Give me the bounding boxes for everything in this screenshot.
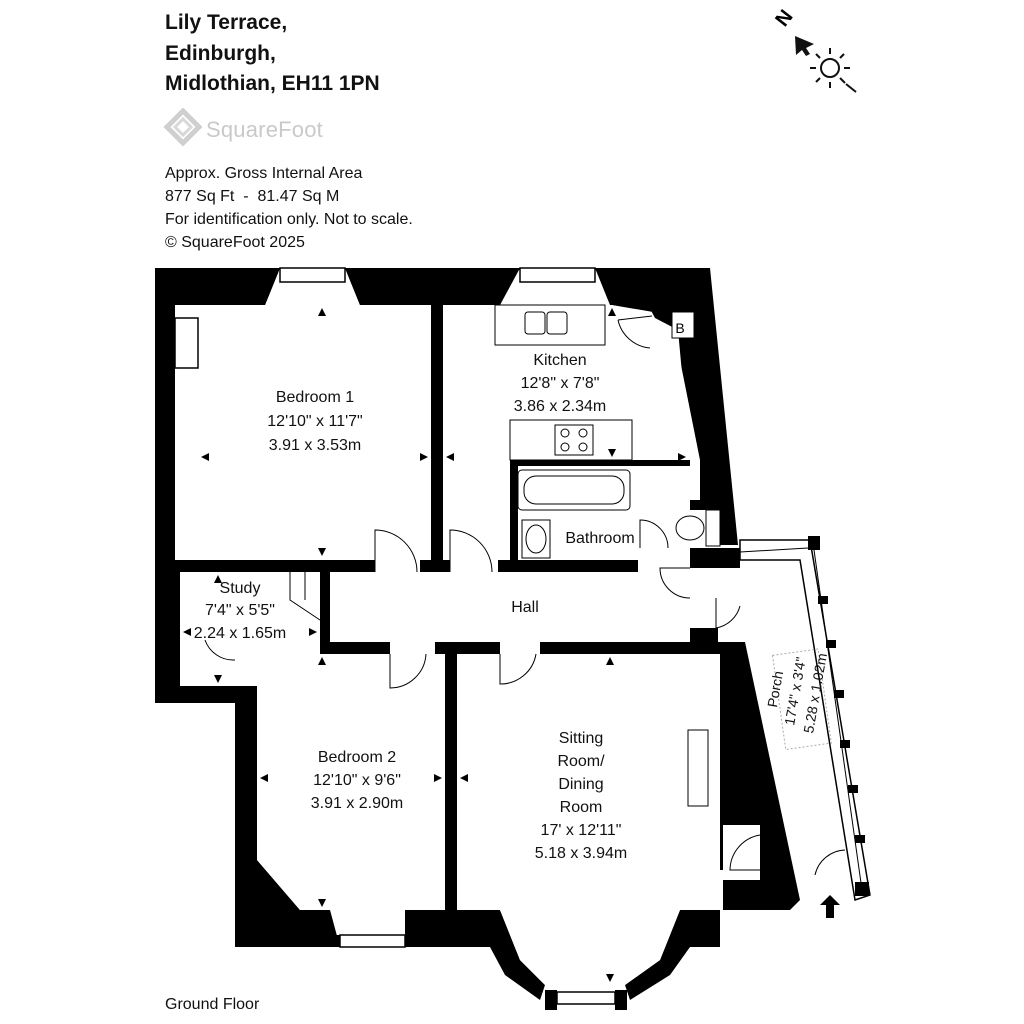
sitting-line3: Dining [558,776,603,793]
area-value: 877 Sq Ft - 81.47 Sq M [165,188,340,205]
kitchen-fittings [494,304,695,461]
entrance-arrow-icon [820,895,840,918]
compass: N [771,6,857,93]
study-name: Study [220,580,261,597]
address-line-3: Midlothian, EH11 1PN [165,72,380,95]
sitting-imperial: 17' x 12'11" [541,822,622,839]
disclaimer: For identification only. Not to scale. [165,211,413,228]
fireplace [687,729,709,807]
hall-name: Hall [511,599,539,616]
north-label: N [771,6,797,31]
bedroom2-metric: 3.91 x 2.90m [311,795,404,812]
stair-outline [289,572,321,621]
squarefoot-logo-icon [163,107,203,147]
logo-wordmark: SquareFoot [206,117,323,142]
room-labels: Bedroom 1 12'10" x 11'7" 3.91 x 3.53m Ki… [194,352,830,862]
study-metric: 2.24 x 1.65m [194,625,287,642]
boiler-icon [671,311,695,339]
boiler-label: B [675,320,684,336]
bedroom1-imperial: 12'10" x 11'7" [267,413,362,430]
windows [279,267,616,1005]
bathroom-name: Bathroom [565,530,634,547]
bathroom-fittings [517,469,721,559]
north-arrow-icon [795,36,814,56]
floor-label: Ground Floor [165,996,260,1013]
address-line-2: Edinburgh, [165,42,276,65]
sun-icon [810,48,857,93]
copyright: © SquareFoot 2025 [165,234,305,251]
porch-name: Porch [764,670,786,709]
sitting-line1: Sitting [559,730,603,747]
bedroom2-imperial: 12'10" x 9'6" [313,772,401,789]
sitting-line2: Room/ [557,753,605,770]
area-title: Approx. Gross Internal Area [165,165,363,182]
hob-icon [554,424,594,456]
porch [739,536,871,901]
room-floors [180,305,723,985]
bedroom2-name: Bedroom 2 [318,749,396,766]
toilet-icon [705,509,721,547]
chimney-breast [174,317,199,369]
sink-icon [524,311,546,335]
squarefoot-logo: SquareFoot [163,107,373,148]
kitchen-imperial: 12'8" x 7'8" [521,375,600,392]
address-line-1: Lily Terrace, [165,11,288,34]
door-swings [204,519,846,876]
study-imperial: 7'4" x 5'5" [205,602,275,619]
bedroom1-name: Bedroom 1 [276,389,354,406]
walls [155,268,800,1010]
bedroom1-metric: 3.91 x 3.53m [269,437,362,454]
dimension-arrows [183,308,686,982]
kitchen-metric: 3.86 x 2.34m [514,398,607,415]
sitting-metric: 5.18 x 3.94m [535,845,628,862]
kitchen-name: Kitchen [533,352,586,369]
sitting-line4: Room [560,799,603,816]
